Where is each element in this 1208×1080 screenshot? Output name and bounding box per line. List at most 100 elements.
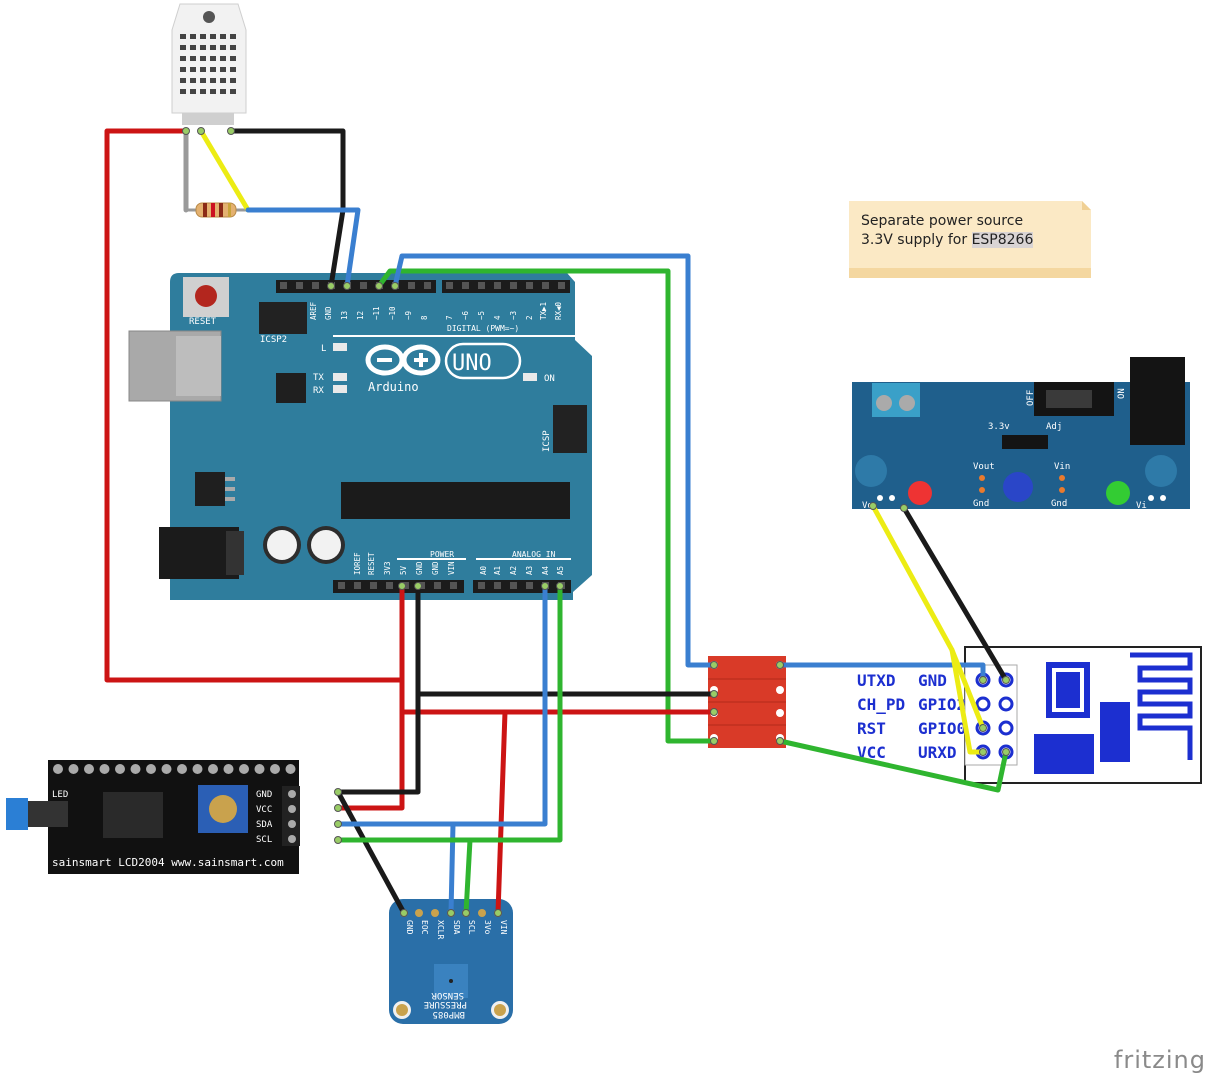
bmp-pin	[431, 909, 439, 917]
header-hole	[408, 282, 415, 289]
wire-end	[900, 504, 908, 512]
wire-end	[710, 737, 718, 745]
breadboard-power-supply: OFF ON 3.3v Adj Vout Vin Gnd Gnd Vo Vi	[852, 357, 1190, 511]
wire-end	[334, 788, 342, 796]
digital-pin-label: TX▶1	[539, 302, 548, 320]
bmp-pin-label: SCL	[467, 920, 476, 935]
lcd-header-hole	[68, 764, 79, 774]
grille-slot	[200, 56, 206, 61]
grille-slot	[220, 89, 226, 94]
grille-slot	[210, 56, 216, 61]
analog-pin-label: A0	[479, 565, 488, 575]
wire	[392, 253, 717, 668]
wire-end	[398, 582, 406, 590]
grille-slot	[230, 78, 236, 83]
digital-header-b	[442, 280, 570, 293]
esp-right-label: URXD	[918, 743, 957, 762]
wire-end	[197, 127, 205, 135]
esp-left-label: UTXD	[857, 671, 896, 690]
wire-end	[494, 909, 502, 917]
digital-pin-label: 13	[340, 311, 349, 320]
lcd-pin-label: SCL	[256, 835, 272, 845]
led-label-l: L	[321, 344, 326, 354]
vo-label: Vo	[862, 501, 873, 511]
header-hole	[338, 582, 345, 589]
lcd-pin	[288, 790, 296, 798]
model-label: UNO	[452, 351, 492, 376]
power-pin-label: 5V	[399, 565, 408, 575]
bmp-pin-label: EOC	[420, 920, 429, 935]
grille-slot	[210, 67, 216, 72]
esp-right-label: GPIO2	[918, 695, 966, 714]
lcd2004-i2c-module: LED sainsmart LCD2004 www.sainsmart.com …	[6, 760, 300, 874]
wire	[335, 789, 407, 916]
wire-end	[710, 690, 718, 698]
bmp-pin-label: 3Vo	[483, 920, 492, 935]
grille-slot	[200, 34, 206, 39]
digital-pin-label: ~10	[388, 306, 397, 320]
usb-chip	[276, 373, 306, 403]
esp-left-label: CH_PD	[857, 695, 905, 714]
bmp-title-1: BMP085	[432, 1009, 465, 1019]
lcd-header-hole	[99, 764, 110, 774]
esp-pin	[998, 696, 1014, 712]
wire-end	[541, 582, 549, 590]
lcd-header-hole	[115, 764, 125, 774]
led-label-tx: TX	[313, 373, 324, 383]
wire-end	[462, 909, 470, 917]
dc-jack	[159, 527, 239, 579]
vout-label: Vout	[973, 462, 995, 472]
brand-label: Arduino	[368, 380, 419, 394]
analog-pin-label: A3	[525, 566, 534, 575]
lcd-header-hole	[177, 764, 187, 774]
header-hole	[558, 282, 565, 289]
resistor	[186, 202, 248, 218]
grille-slot	[220, 78, 226, 83]
digital-pin-label: ~9	[404, 311, 413, 320]
wire-end	[343, 282, 351, 290]
shifter-pin	[776, 686, 784, 694]
bmp-pin-label: SDA	[452, 920, 461, 935]
digital-pin-label: 8	[420, 315, 429, 320]
grille-slot	[200, 67, 206, 72]
v33-label: 3.3v	[988, 422, 1010, 432]
atmega-chip	[341, 482, 570, 519]
grille-slot	[230, 67, 236, 72]
lcd-pin	[288, 835, 296, 843]
digital-pin-label: ~5	[477, 311, 486, 320]
lcd-header-hole	[239, 764, 249, 774]
gnd-label-1: Gnd	[973, 499, 989, 509]
dht22-sensor	[171, 3, 247, 125]
note-line-1: Separate power source	[861, 213, 1024, 229]
grille-slot	[230, 56, 236, 61]
lcd-header-hole	[146, 764, 156, 774]
digital-pin-label: ~11	[372, 306, 381, 320]
grille-slot	[200, 89, 206, 94]
header-hole	[478, 582, 485, 589]
bmp-pin-label: VIN	[499, 920, 508, 935]
header-hole	[434, 582, 441, 589]
digital-pin-label: 12	[356, 311, 365, 320]
digital-pin-label: 7	[445, 315, 454, 320]
arduino-uno-board: RESET ICSP2 DIGITAL (PWM=~) L TX RX ON A…	[128, 273, 592, 600]
digital-pin-label: 2	[525, 315, 534, 320]
analog-pin-label: A1	[493, 566, 502, 575]
lcd-header-hole	[84, 764, 94, 774]
bmp-pin-label: GND	[405, 920, 414, 935]
grille-slot	[200, 45, 206, 50]
lcd-header-hole	[270, 764, 280, 774]
wire	[448, 821, 456, 916]
note-line-2-prefix: 3.3V supply for	[861, 232, 972, 248]
vi-label: Vi	[1136, 501, 1147, 511]
wire-end	[327, 282, 335, 290]
header-hole	[526, 582, 533, 589]
note-text: Separate power source 3.3V supply for ES…	[861, 212, 1034, 250]
wires	[104, 127, 1010, 917]
wire	[335, 583, 548, 827]
wire	[335, 583, 405, 811]
wire-end	[447, 909, 455, 917]
digital-pin-label: ~6	[461, 310, 470, 320]
power-adj-pot	[1003, 472, 1033, 502]
wire-end	[334, 804, 342, 812]
